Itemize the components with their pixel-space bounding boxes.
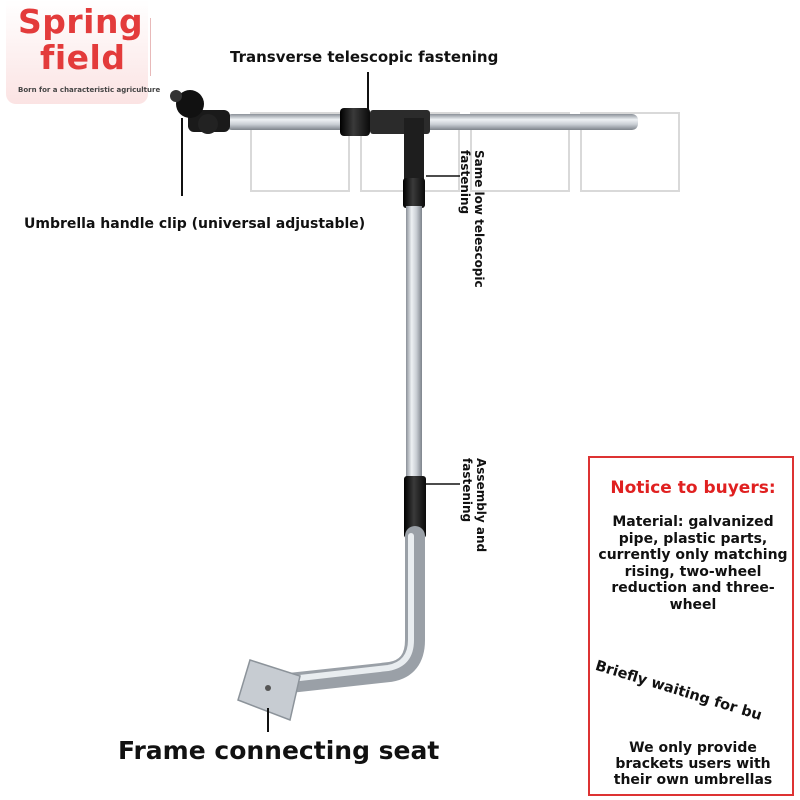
logo-text-line2: field bbox=[40, 38, 126, 77]
notice-title: Notice to buyers: bbox=[610, 478, 776, 498]
horizontal-pipe bbox=[226, 114, 638, 130]
logo-tagline: Born for a characteristic agriculture bbox=[18, 86, 161, 94]
label-umbrella-clip: Umbrella handle clip (universal adjustab… bbox=[24, 216, 366, 232]
notice-waiting-text: Briefly waiting for bu bbox=[593, 658, 764, 724]
notice-footer: We only provide brackets users with thei… bbox=[613, 740, 773, 788]
watermark-glyph bbox=[250, 112, 350, 192]
vertical-pipe-upper bbox=[406, 206, 422, 486]
label-frame-seat: Frame connecting seat bbox=[118, 736, 440, 765]
brand-logo bbox=[6, 0, 148, 104]
horizontal-fastener bbox=[340, 108, 370, 136]
logo-text-line1: Spring bbox=[18, 2, 144, 41]
clip-knob bbox=[176, 90, 204, 118]
assembly-fastener bbox=[404, 476, 426, 538]
label-same-low-fastening: Same low telescopic fastening bbox=[458, 150, 486, 288]
bent-pipe-highlight bbox=[279, 533, 414, 683]
bent-pipe bbox=[270, 526, 425, 694]
clip-pivot bbox=[198, 114, 218, 134]
label-assembly-fastening: Assembly and fastening bbox=[460, 458, 488, 553]
notice-box: Notice to buyers: Material: galvanized p… bbox=[588, 456, 794, 796]
tee-stem bbox=[404, 118, 424, 180]
watermark-glyph bbox=[470, 112, 570, 192]
vertical-fastener-upper bbox=[403, 178, 425, 208]
bolt-hole bbox=[265, 685, 271, 691]
label-transverse-fastening: Transverse telescopic fastening bbox=[230, 48, 499, 66]
logo-divider bbox=[150, 18, 151, 76]
clip-screw bbox=[170, 90, 182, 102]
notice-body: Material: galvanized pipe, plastic parts… bbox=[598, 514, 788, 613]
watermark-glyph bbox=[580, 112, 680, 192]
